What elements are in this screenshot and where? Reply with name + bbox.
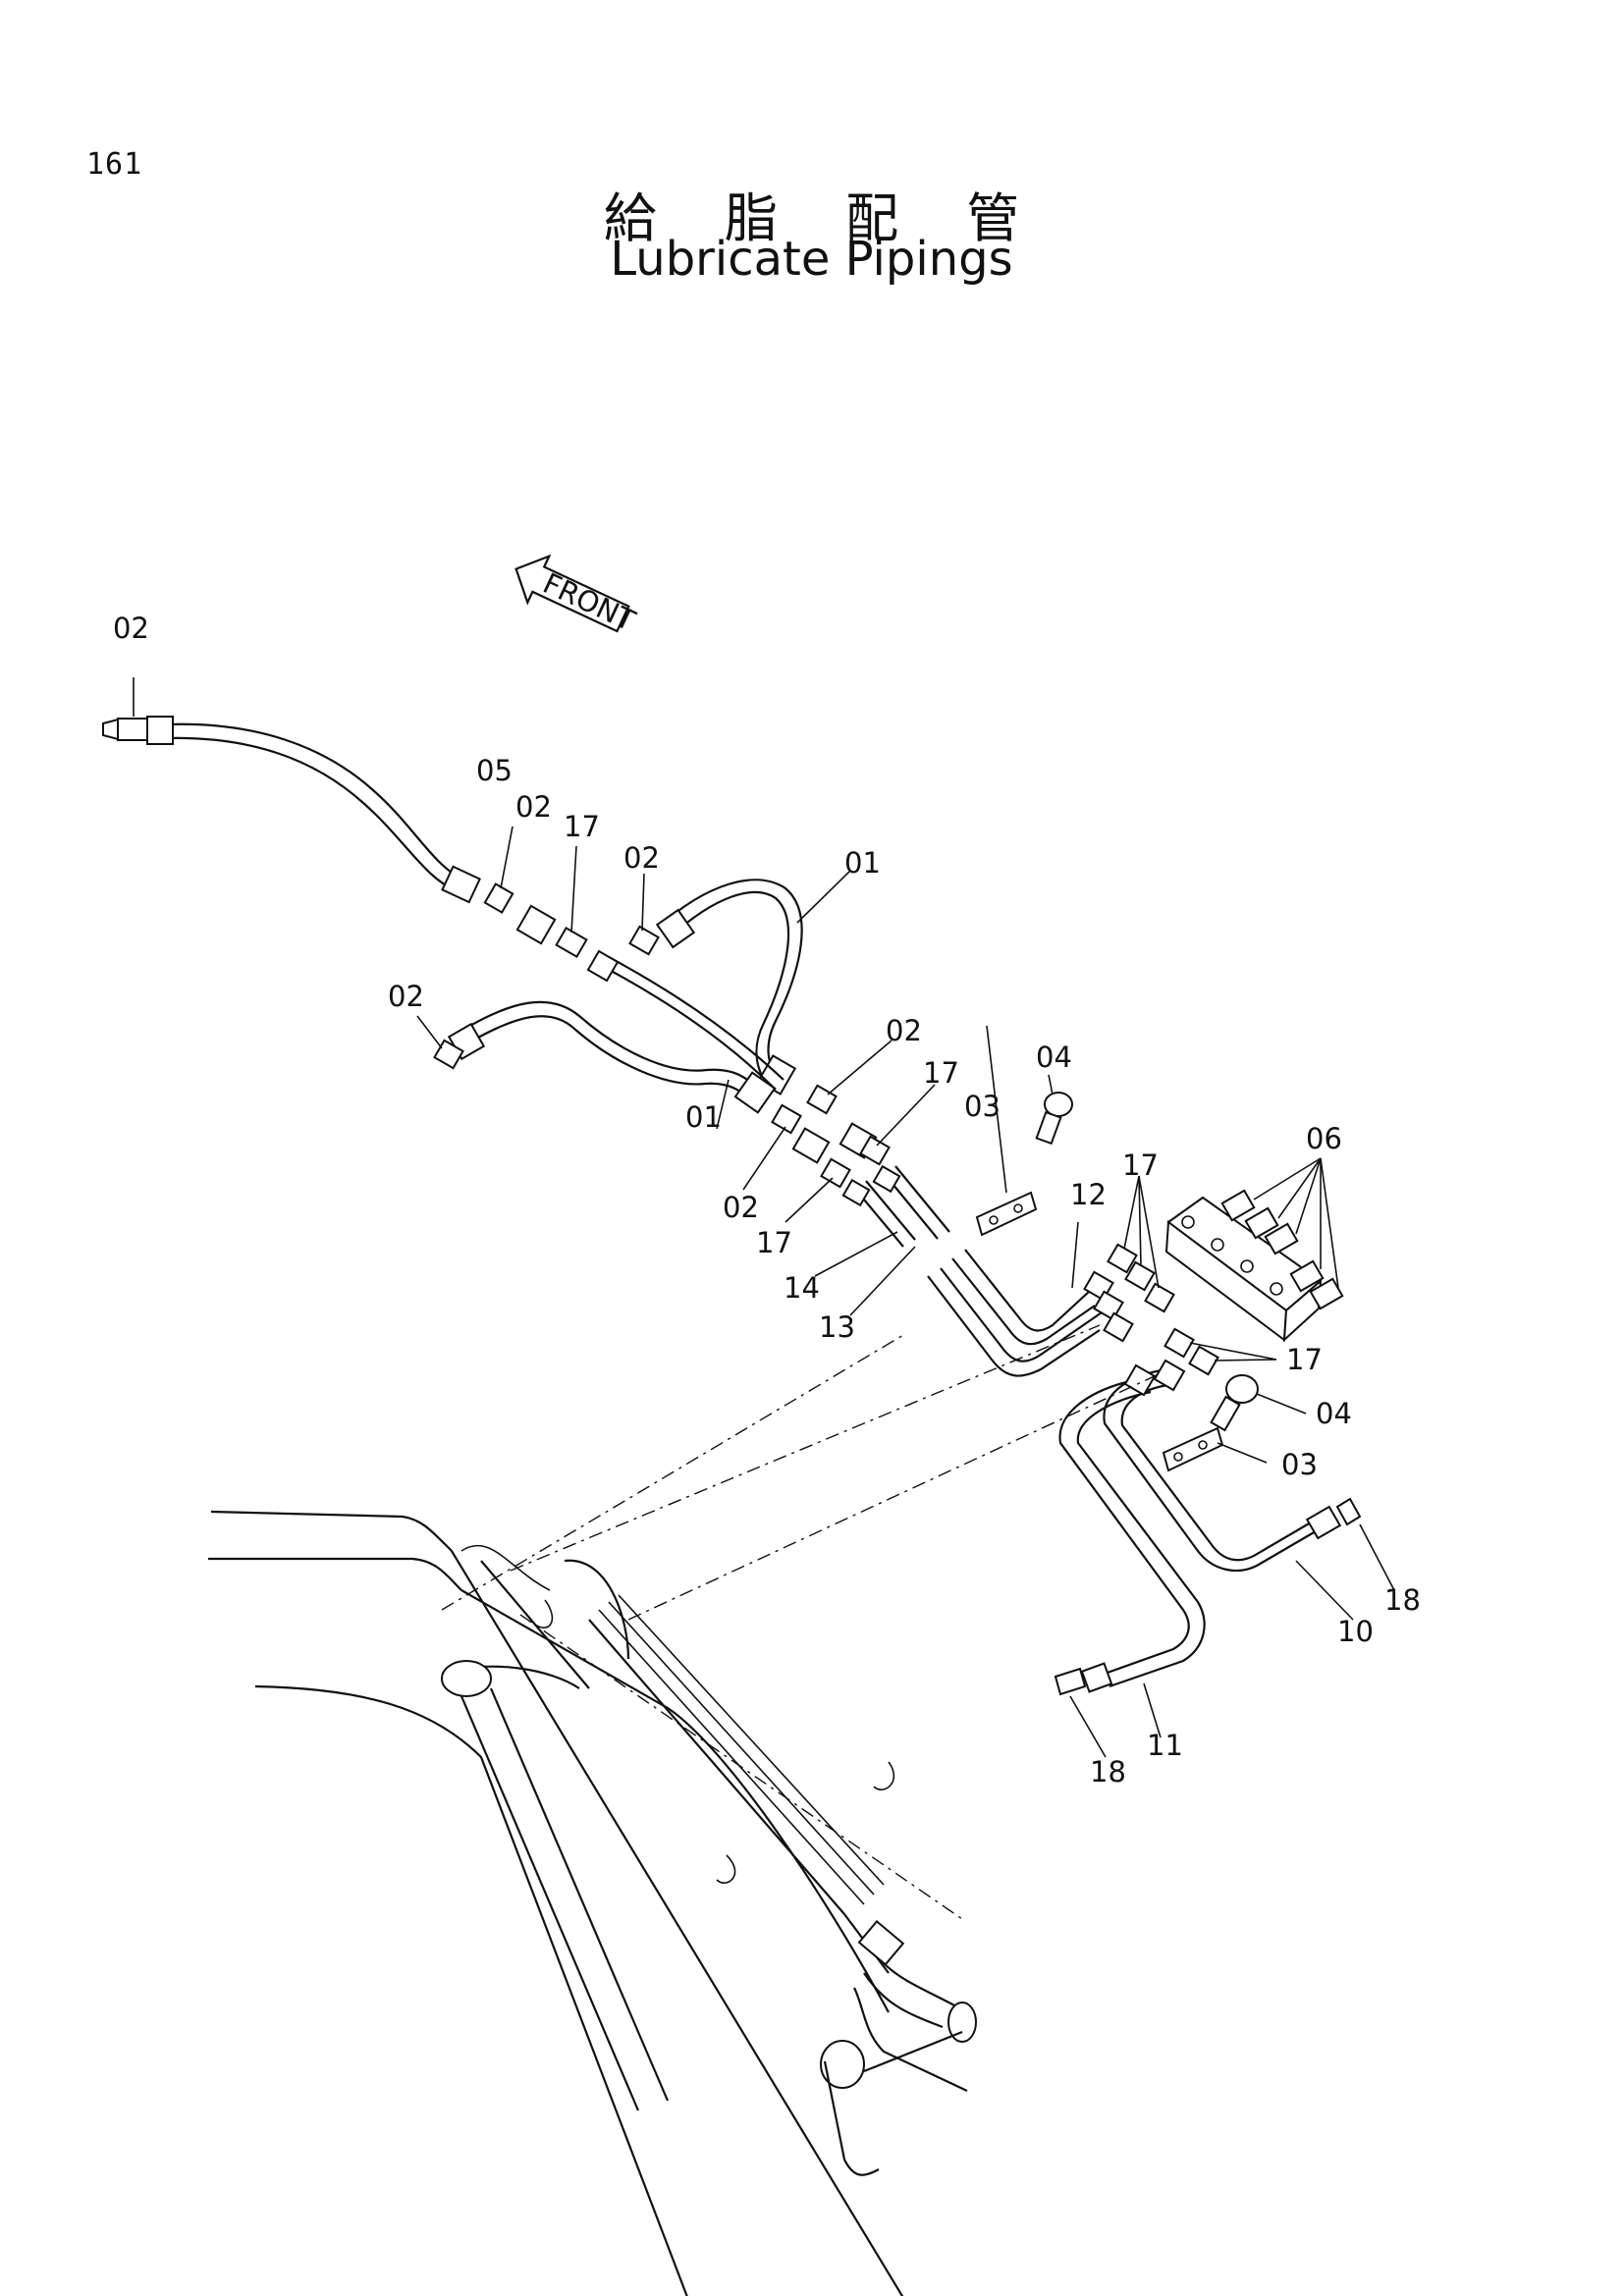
callout-13: 13: [819, 1310, 855, 1344]
callout-03: 03: [1281, 1448, 1318, 1481]
page-title-english: Lubricate Pipings: [610, 232, 1013, 287]
center-fittings: [742, 1040, 936, 1223]
pipe-11: [1054, 1363, 1206, 1758]
callout-06: 06: [1306, 1122, 1342, 1155]
bracket-03-top: [975, 1025, 1038, 1237]
callout-17: 17: [1286, 1343, 1323, 1376]
bolt-04-top: [1035, 1074, 1073, 1146]
pipe-top-middle: [586, 949, 784, 1091]
boom-outline: [208, 1510, 977, 2296]
callout-02: 02: [723, 1191, 759, 1224]
callout-17: 17: [1122, 1148, 1159, 1182]
callout-04: 04: [1036, 1041, 1072, 1074]
distribution-block-06: [1164, 1157, 1344, 1343]
callout-02: 02: [886, 1014, 922, 1047]
callout-17: 17: [564, 810, 600, 843]
callout-17: 17: [923, 1056, 959, 1090]
callout-18: 18: [1384, 1583, 1421, 1617]
page-title-japanese: 給 脂 配 管: [603, 187, 1046, 249]
callout-14: 14: [784, 1271, 820, 1305]
leader-dash-lines: [441, 1324, 1160, 1920]
hose-05: [102, 677, 481, 904]
callout-11: 11: [1147, 1729, 1183, 1762]
callout-01: 01: [685, 1100, 722, 1134]
connector-17-a: [555, 845, 588, 959]
front-arrow-label: FRONT: [538, 566, 640, 638]
connectors-17-block: [1107, 1175, 1277, 1376]
callout-02: 02: [113, 612, 149, 645]
callout-05: 05: [476, 754, 513, 787]
callout-18: 18: [1090, 1755, 1126, 1789]
callout-12: 12: [1070, 1178, 1107, 1211]
front-direction-arrow: FRONT: [514, 554, 640, 638]
bracket-03-bottom: [1162, 1426, 1268, 1472]
callout-02: 02: [515, 790, 552, 824]
bolt-04-bottom: [1210, 1374, 1307, 1432]
callout-01: 01: [844, 846, 881, 880]
callout-17: 17: [756, 1226, 792, 1259]
callout-03: 03: [964, 1090, 1001, 1123]
hose-01-upper: [655, 871, 850, 1095]
nipple-02-left: [416, 1015, 464, 1070]
pipes-12-13-14: [814, 1164, 1134, 1377]
callout-10: 10: [1337, 1615, 1374, 1648]
callout-02: 02: [623, 841, 660, 875]
nipple-02-b: [628, 873, 660, 956]
hose-01-lower: [447, 1000, 777, 1130]
callout-labels: 02 05 02 17 02 01 02 01 02 17 04 03 02 1…: [113, 612, 1421, 1789]
block-fitting: [515, 904, 557, 945]
callout-02: 02: [388, 980, 424, 1013]
nipple-02-a: [483, 826, 514, 914]
callout-04: 04: [1316, 1397, 1352, 1430]
page-number: 161: [86, 147, 143, 182]
